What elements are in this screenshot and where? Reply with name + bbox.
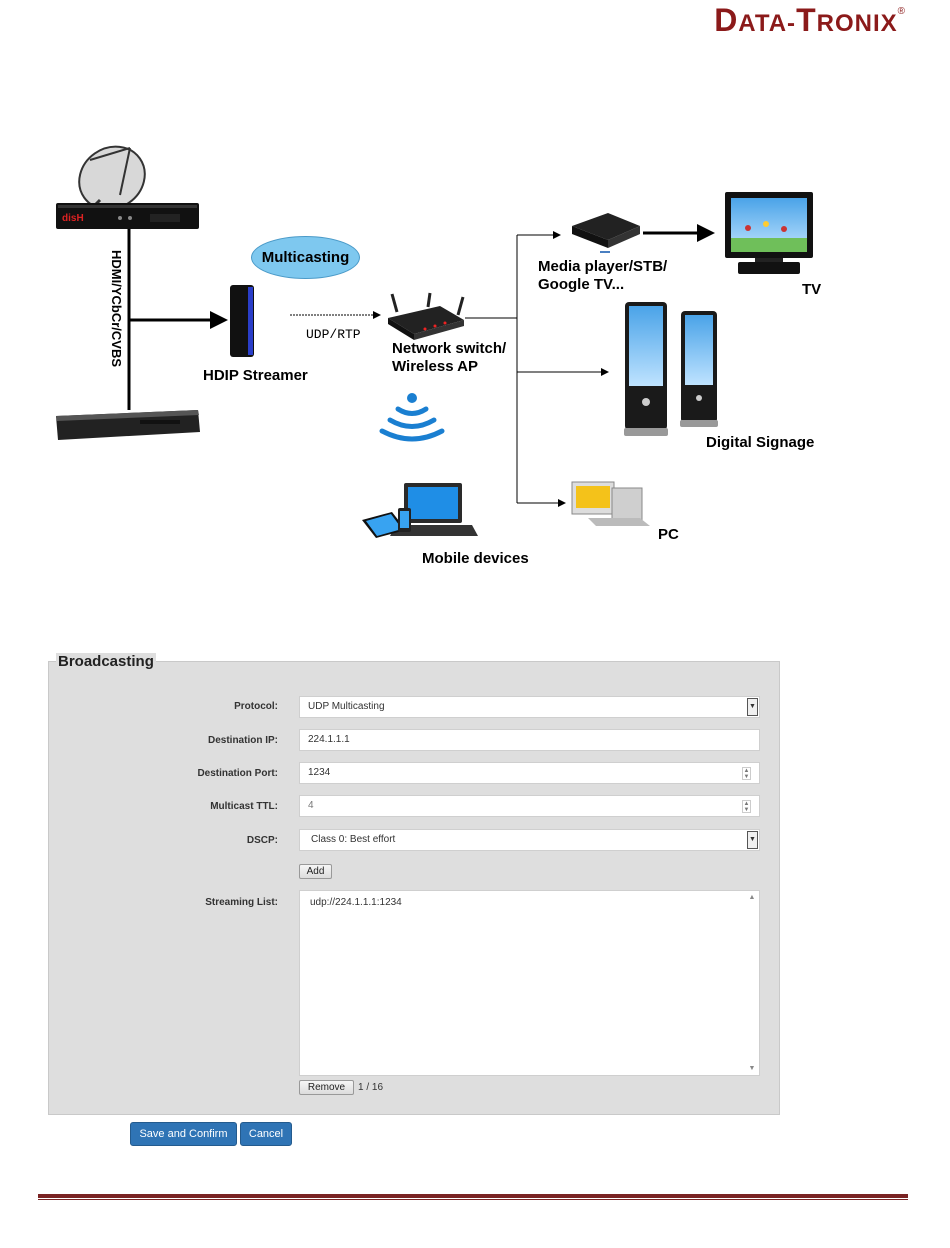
footer-divider — [38, 1194, 908, 1198]
tablet-icon — [362, 512, 406, 538]
streamer-device-icon — [230, 285, 254, 357]
chevron-down-icon[interactable]: ▼ — [747, 698, 758, 716]
signage-kiosk-icon — [624, 302, 718, 436]
ttl-label: Multicast TTL: — [210, 801, 278, 812]
streaming-list-box[interactable]: udp://224.1.1.1:1234 ▲ ▼ — [299, 890, 760, 1076]
dscp-label: DSCP: — [246, 835, 278, 846]
dish-brand-label: disH — [62, 213, 84, 224]
dest-ip-label: Destination IP: — [207, 735, 278, 746]
phone-icon — [398, 508, 411, 532]
media-player-label: Media player/STB/ Google TV... — [538, 258, 668, 293]
scroll-up-icon[interactable]: ▲ — [748, 894, 756, 901]
multicasting-bubble: Multicasting — [251, 236, 360, 279]
protocol-field-label: Protocol: — [234, 701, 278, 712]
cable-types-label: HDMI/YCbCr/CVBS — [109, 250, 124, 368]
spinner-arrows-icon[interactable]: ▲▼ — [742, 767, 751, 780]
footer-divider-thin — [38, 1199, 908, 1200]
dest-port-label: Destination Port: — [197, 768, 278, 779]
dest-ip-input[interactable]: 224.1.1.1 — [299, 729, 760, 751]
dest-port-stepper[interactable]: 1234 ▲▼ — [299, 762, 760, 784]
pc-label: PC — [658, 526, 679, 543]
chevron-down-icon[interactable]: ▼ — [747, 831, 758, 849]
streaming-list-label: Streaming List: — [205, 897, 278, 908]
tv-icon — [725, 192, 813, 274]
ttl-stepper[interactable]: 4 ▲▼ — [299, 795, 760, 817]
ttl-value: 4 — [308, 800, 314, 811]
list-item[interactable]: udp://224.1.1.1:1234 — [310, 897, 402, 908]
pc-icon — [571, 481, 650, 526]
diagram-graphics: disH — [56, 145, 813, 538]
list-count: 1 / 16 — [358, 1082, 384, 1093]
save-button[interactable]: Save and Confirm — [130, 1122, 237, 1146]
remove-button[interactable]: Remove — [299, 1080, 354, 1095]
streamer-label: HDIP Streamer — [203, 367, 308, 384]
spinner-arrows-icon[interactable]: ▲▼ — [742, 800, 751, 813]
laptop-icon — [390, 483, 478, 536]
panel-title: Broadcasting — [56, 653, 156, 670]
scrollbar[interactable]: ▲ ▼ — [746, 892, 758, 1074]
signage-label: Digital Signage — [706, 434, 815, 451]
network-diagram: disH — [0, 0, 950, 620]
dest-port-value: 1234 — [308, 767, 331, 778]
set-top-box-icon — [56, 203, 199, 229]
bluray-player-icon — [56, 410, 200, 440]
scroll-down-icon[interactable]: ▼ — [748, 1065, 756, 1072]
dest-ip-value: 224.1.1.1 — [308, 734, 350, 745]
satellite-dish-icon — [78, 145, 146, 211]
protocol-select-value: UDP Multicasting — [308, 701, 385, 712]
dscp-select[interactable]: Class 0: Best effort ▼ — [299, 829, 760, 851]
dscp-select-value: Class 0: Best effort — [311, 834, 396, 845]
add-button[interactable]: Add — [299, 864, 332, 879]
router-icon — [388, 292, 465, 340]
switch-label: Network switch/ Wireless AP — [392, 340, 507, 375]
wifi-icon — [379, 393, 445, 442]
media-player-icon — [572, 213, 640, 253]
mobile-label: Mobile devices — [422, 550, 529, 567]
protocol-label: UDP/RTP — [306, 327, 361, 342]
protocol-select[interactable]: UDP Multicasting ▼ — [299, 696, 760, 718]
company-logo: DATA-TRONIX® — [714, 2, 906, 38]
tv-label: TV — [802, 281, 822, 298]
cancel-button[interactable]: Cancel — [240, 1122, 292, 1146]
